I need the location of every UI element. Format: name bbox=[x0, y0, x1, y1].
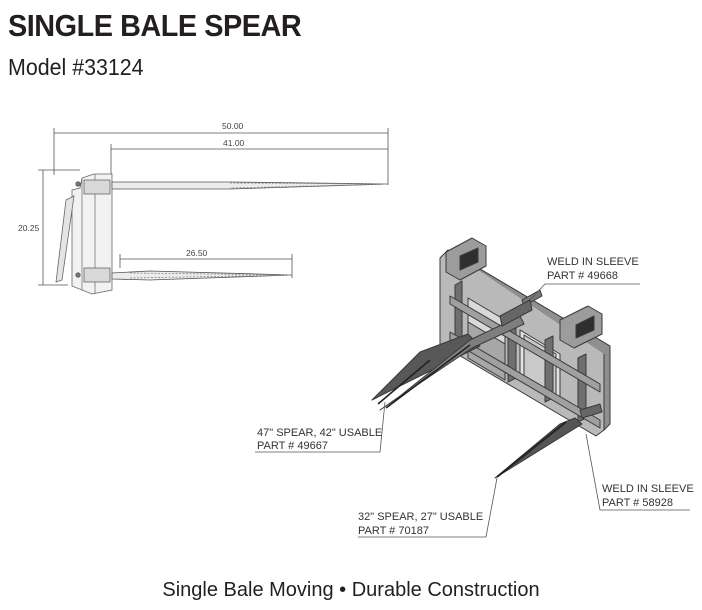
upper-spear-side bbox=[111, 181, 389, 190]
callout-long-spear: 47" SPEAR, 42" USABLE PART # 49667 bbox=[257, 427, 382, 452]
dim-label-overall: 50.00 bbox=[222, 121, 244, 131]
dim-label-lower: 26.50 bbox=[186, 248, 208, 258]
callout-weld-sleeve-top-line1: WELD IN SLEEVE bbox=[547, 256, 639, 268]
dim-label-spear: 41.00 bbox=[223, 138, 245, 148]
callout-weld-sleeve-bottom-line2: PART # 58928 bbox=[602, 497, 673, 509]
callout-weld-sleeve-top-line2: PART # 49668 bbox=[547, 270, 618, 282]
dim-label-height: 20.25 bbox=[18, 223, 40, 233]
callout-long-spear-line2: PART # 49667 bbox=[257, 440, 328, 452]
callout-short-spear-line1: 32" SPEAR, 27" USABLE bbox=[358, 511, 483, 523]
model-number: Model #33124 bbox=[8, 54, 144, 80]
callout-short-spear-line2: PART # 70187 bbox=[358, 525, 429, 537]
product-title: SINGLE BALE SPEAR bbox=[8, 8, 302, 43]
callout-weld-sleeve-top: WELD IN SLEEVE PART # 49668 bbox=[547, 256, 639, 282]
lower-spear-side bbox=[111, 270, 293, 281]
side-view-drawing bbox=[38, 128, 389, 295]
callout-long-spear-line1: 47" SPEAR, 42" USABLE bbox=[257, 427, 382, 439]
leader-lines bbox=[255, 283, 690, 538]
long-spear-left bbox=[371, 333, 481, 401]
callout-weld-sleeve-bottom: WELD IN SLEEVE PART # 58928 bbox=[602, 483, 694, 509]
callout-short-spear: 32" SPEAR, 27" USABLE PART # 70187 bbox=[358, 511, 483, 537]
callout-weld-sleeve-bottom-line1: WELD IN SLEEVE bbox=[602, 483, 694, 495]
isometric-drawing bbox=[371, 237, 611, 479]
product-tagline: Single Bale Moving • Durable Constructio… bbox=[162, 579, 540, 601]
